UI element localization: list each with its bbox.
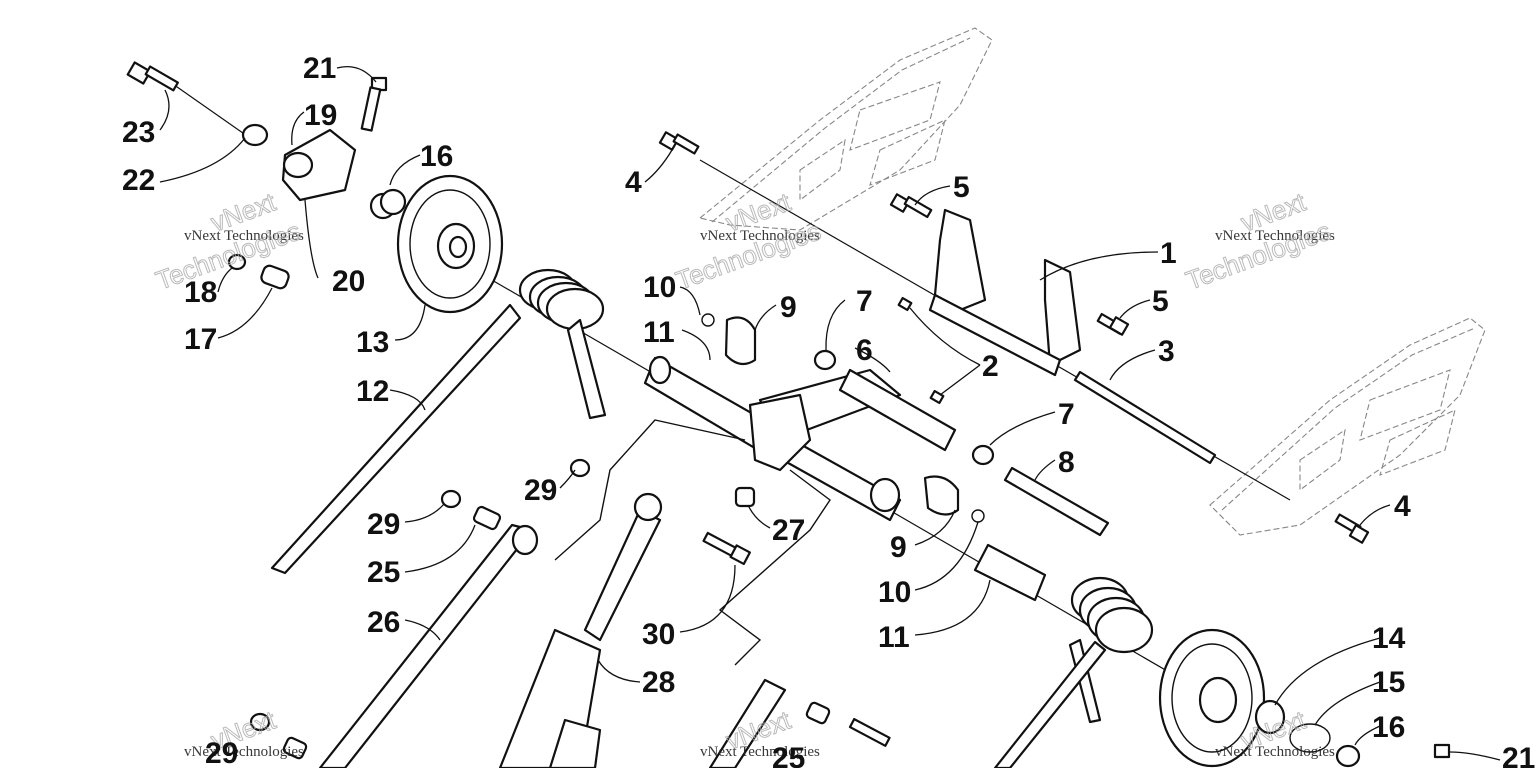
callout-1: 1 [1160,237,1177,270]
callout-21-lower: 21 [1502,742,1535,768]
part-12-torsion-spring-left [270,268,607,575]
callout-29-left: 29 [367,508,400,541]
callout-3: 3 [1158,335,1175,368]
watermark-text-3: vNext Technologies [1215,228,1335,244]
part-22-spacer [241,123,269,147]
callout-2: 2 [982,350,999,383]
callout-7-upper: 7 [856,285,873,318]
callout-9-lower: 9 [890,531,907,564]
callout-25-left: 25 [367,556,400,589]
callout-12: 12 [356,375,389,408]
watermark-text-2: vNext Technologies [700,228,820,244]
callout-29-upper: 29 [524,474,557,507]
callout-23: 23 [122,116,155,149]
part-7-bushing-upper [813,349,837,371]
watermark-bottom-left: vNext Technologies vNext [184,704,304,760]
callout-14: 14 [1372,622,1406,655]
callout-17: 17 [184,323,217,356]
leader-lines [159,65,1501,761]
callout-13: 13 [356,326,389,359]
part-19-clamp [281,128,357,202]
callout-10-lower: 10 [878,576,911,609]
callout-28: 28 [642,666,675,699]
callout-5-upper: 5 [953,171,970,204]
part-30-bolt [702,531,751,566]
part-6-rear-arm [748,368,957,522]
callout-4-lower: 4 [1394,490,1411,523]
part-7-bushing-lower [971,444,995,466]
callout-16-upper: 16 [420,140,453,173]
callout-10-upper: 10 [643,271,676,304]
watermark-text-5: vNext Technologies [700,744,820,760]
watermark-right: vNext Technologies vNext Technologies [1181,186,1335,296]
callout-25-lower: 25 [772,742,805,768]
callout-27: 27 [772,514,805,547]
callout-8: 8 [1058,446,1075,479]
part-10-clip-lower [971,509,985,523]
part-13-idler-wheel-right [1158,628,1266,768]
callout-26: 26 [367,606,400,639]
callout-29-lower: 29 [205,737,238,768]
callout-4-upper: 4 [625,166,642,199]
part-16-bushing [369,188,407,220]
part-1-brackets [928,208,1082,377]
callout-19: 19 [304,99,337,132]
callout-9-upper: 9 [780,291,797,324]
part-2-grease-fittings [897,296,945,405]
part-21-bolt [360,76,388,132]
watermark-text-1: vNext Technologies [184,228,304,244]
part-29-nut-upper [569,458,591,478]
part-12-torsion-spring-right [993,576,1154,768]
part-29-nut-left [440,489,462,509]
callout-22: 22 [122,164,155,197]
part-5-bolts [889,193,1130,336]
part-13-idler-wheel [396,174,504,314]
upper-rail-plate [698,27,993,231]
part-17-pin [260,264,290,290]
callout-15: 15 [1372,666,1405,699]
callout-20: 20 [332,265,365,298]
part-28-shock [498,492,663,768]
callout-21-upper: 21 [303,52,336,85]
part-9-block-upper [724,316,757,366]
part-26-link [318,523,539,768]
part-25-bushing-left [472,505,502,531]
part-27-bushing [734,486,756,508]
callout-30: 30 [642,618,675,651]
callout-11-upper: 11 [643,316,675,349]
watermark-center: vNext Technologies vNext Technologies [671,186,825,296]
part-18-washer [227,253,247,271]
callout-16-lower: 16 [1372,711,1405,744]
part-16-bushing-right [1335,744,1361,768]
callout-6: 6 [856,334,873,367]
part-15-ring [1289,723,1331,753]
callout-11-lower: 11 [878,621,910,654]
callout-labels: 1 2 3 4 4 5 5 6 7 7 8 9 9 10 10 11 11 12… [122,52,1535,768]
part-4-bolts [658,131,1370,544]
watermark-text-6: vNext Technologies [1215,744,1335,760]
part-8-pin [1003,466,1110,537]
callout-7-lower: 7 [1058,398,1075,431]
callout-18: 18 [184,276,217,309]
callout-5-lower: 5 [1152,285,1169,318]
lower-rail-plate [1209,317,1486,536]
part-11-spacer-tube-lower [973,543,1047,602]
part-23-bolt [126,61,179,92]
part-9-block-lower [923,475,960,516]
part-10-clip-upper [701,313,715,327]
part-25-bushing-lower [249,678,1451,768]
part-14-bearing [1254,699,1286,735]
watermark-text-4: vNext Technologies [184,744,304,760]
part-3-shaft [1073,370,1217,465]
